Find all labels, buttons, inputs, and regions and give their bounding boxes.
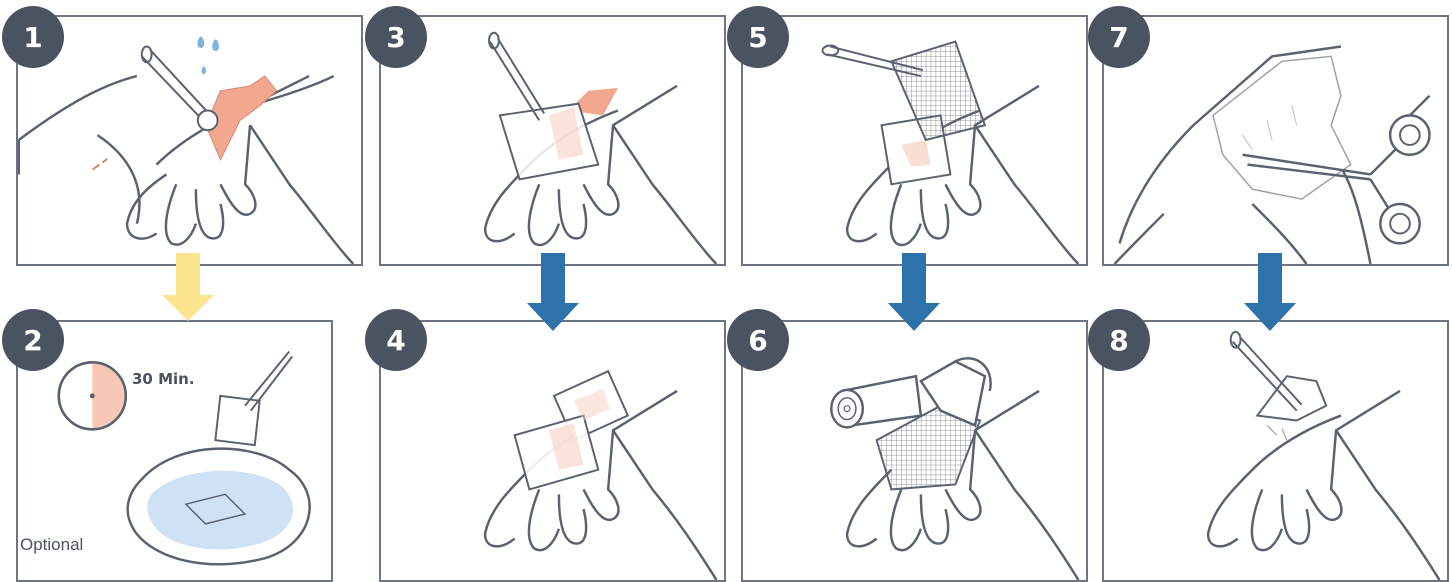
panel-step-5 (741, 15, 1088, 266)
gauze-icon (890, 40, 987, 142)
illustration-place-dressing (483, 31, 718, 264)
step-badge-8: 8 (1088, 309, 1150, 371)
illustration-wrap-bandage (830, 357, 1080, 580)
panel-step-4 (379, 320, 726, 582)
illustration-dressing-applied (483, 369, 718, 580)
forceps-icon (1229, 330, 1303, 412)
step-badge-7: 7 (1088, 6, 1150, 68)
step-badge-2: 2 (2, 309, 64, 371)
panel-step-8 (1102, 320, 1449, 582)
panel-step-1 (16, 15, 363, 266)
arrow-step-7-to-8 (1244, 253, 1296, 331)
forceps-icon (821, 44, 924, 78)
water-drops-icon (197, 36, 219, 75)
bandage-roll-icon (830, 374, 923, 429)
arrow-step-5-to-6 (888, 253, 940, 331)
forceps-icon (244, 350, 293, 412)
step-badge-5: 5 (727, 6, 789, 68)
illustration-soak-dressing (57, 350, 311, 566)
illustration-cut-dressing (1113, 45, 1431, 264)
illustration-remove-dressing (1206, 330, 1441, 580)
arrow-step-1-to-2 (162, 253, 214, 321)
forceps-icon (488, 31, 545, 121)
step-badge-1: 1 (2, 6, 64, 68)
optional-label: Optional (20, 535, 84, 554)
panel-step-6 (741, 320, 1088, 582)
timer-icon (57, 361, 127, 431)
tray-icon (126, 447, 311, 566)
step-badge-3: 3 (365, 6, 427, 68)
scissors-icon (1242, 114, 1431, 245)
forceps-icon (140, 45, 212, 124)
panel-step-7 (1102, 15, 1449, 266)
step-badge-6: 6 (727, 309, 789, 371)
panel-step-3 (379, 15, 726, 266)
arrow-step-3-to-4 (527, 253, 579, 331)
illustration-place-gauze (821, 40, 1080, 264)
illustration-clean-wound (18, 36, 355, 264)
timer-label: 30 Min. (132, 370, 195, 388)
panel-step-2 (16, 320, 333, 582)
swab-icon (196, 109, 219, 132)
step-badge-4: 4 (365, 309, 427, 371)
